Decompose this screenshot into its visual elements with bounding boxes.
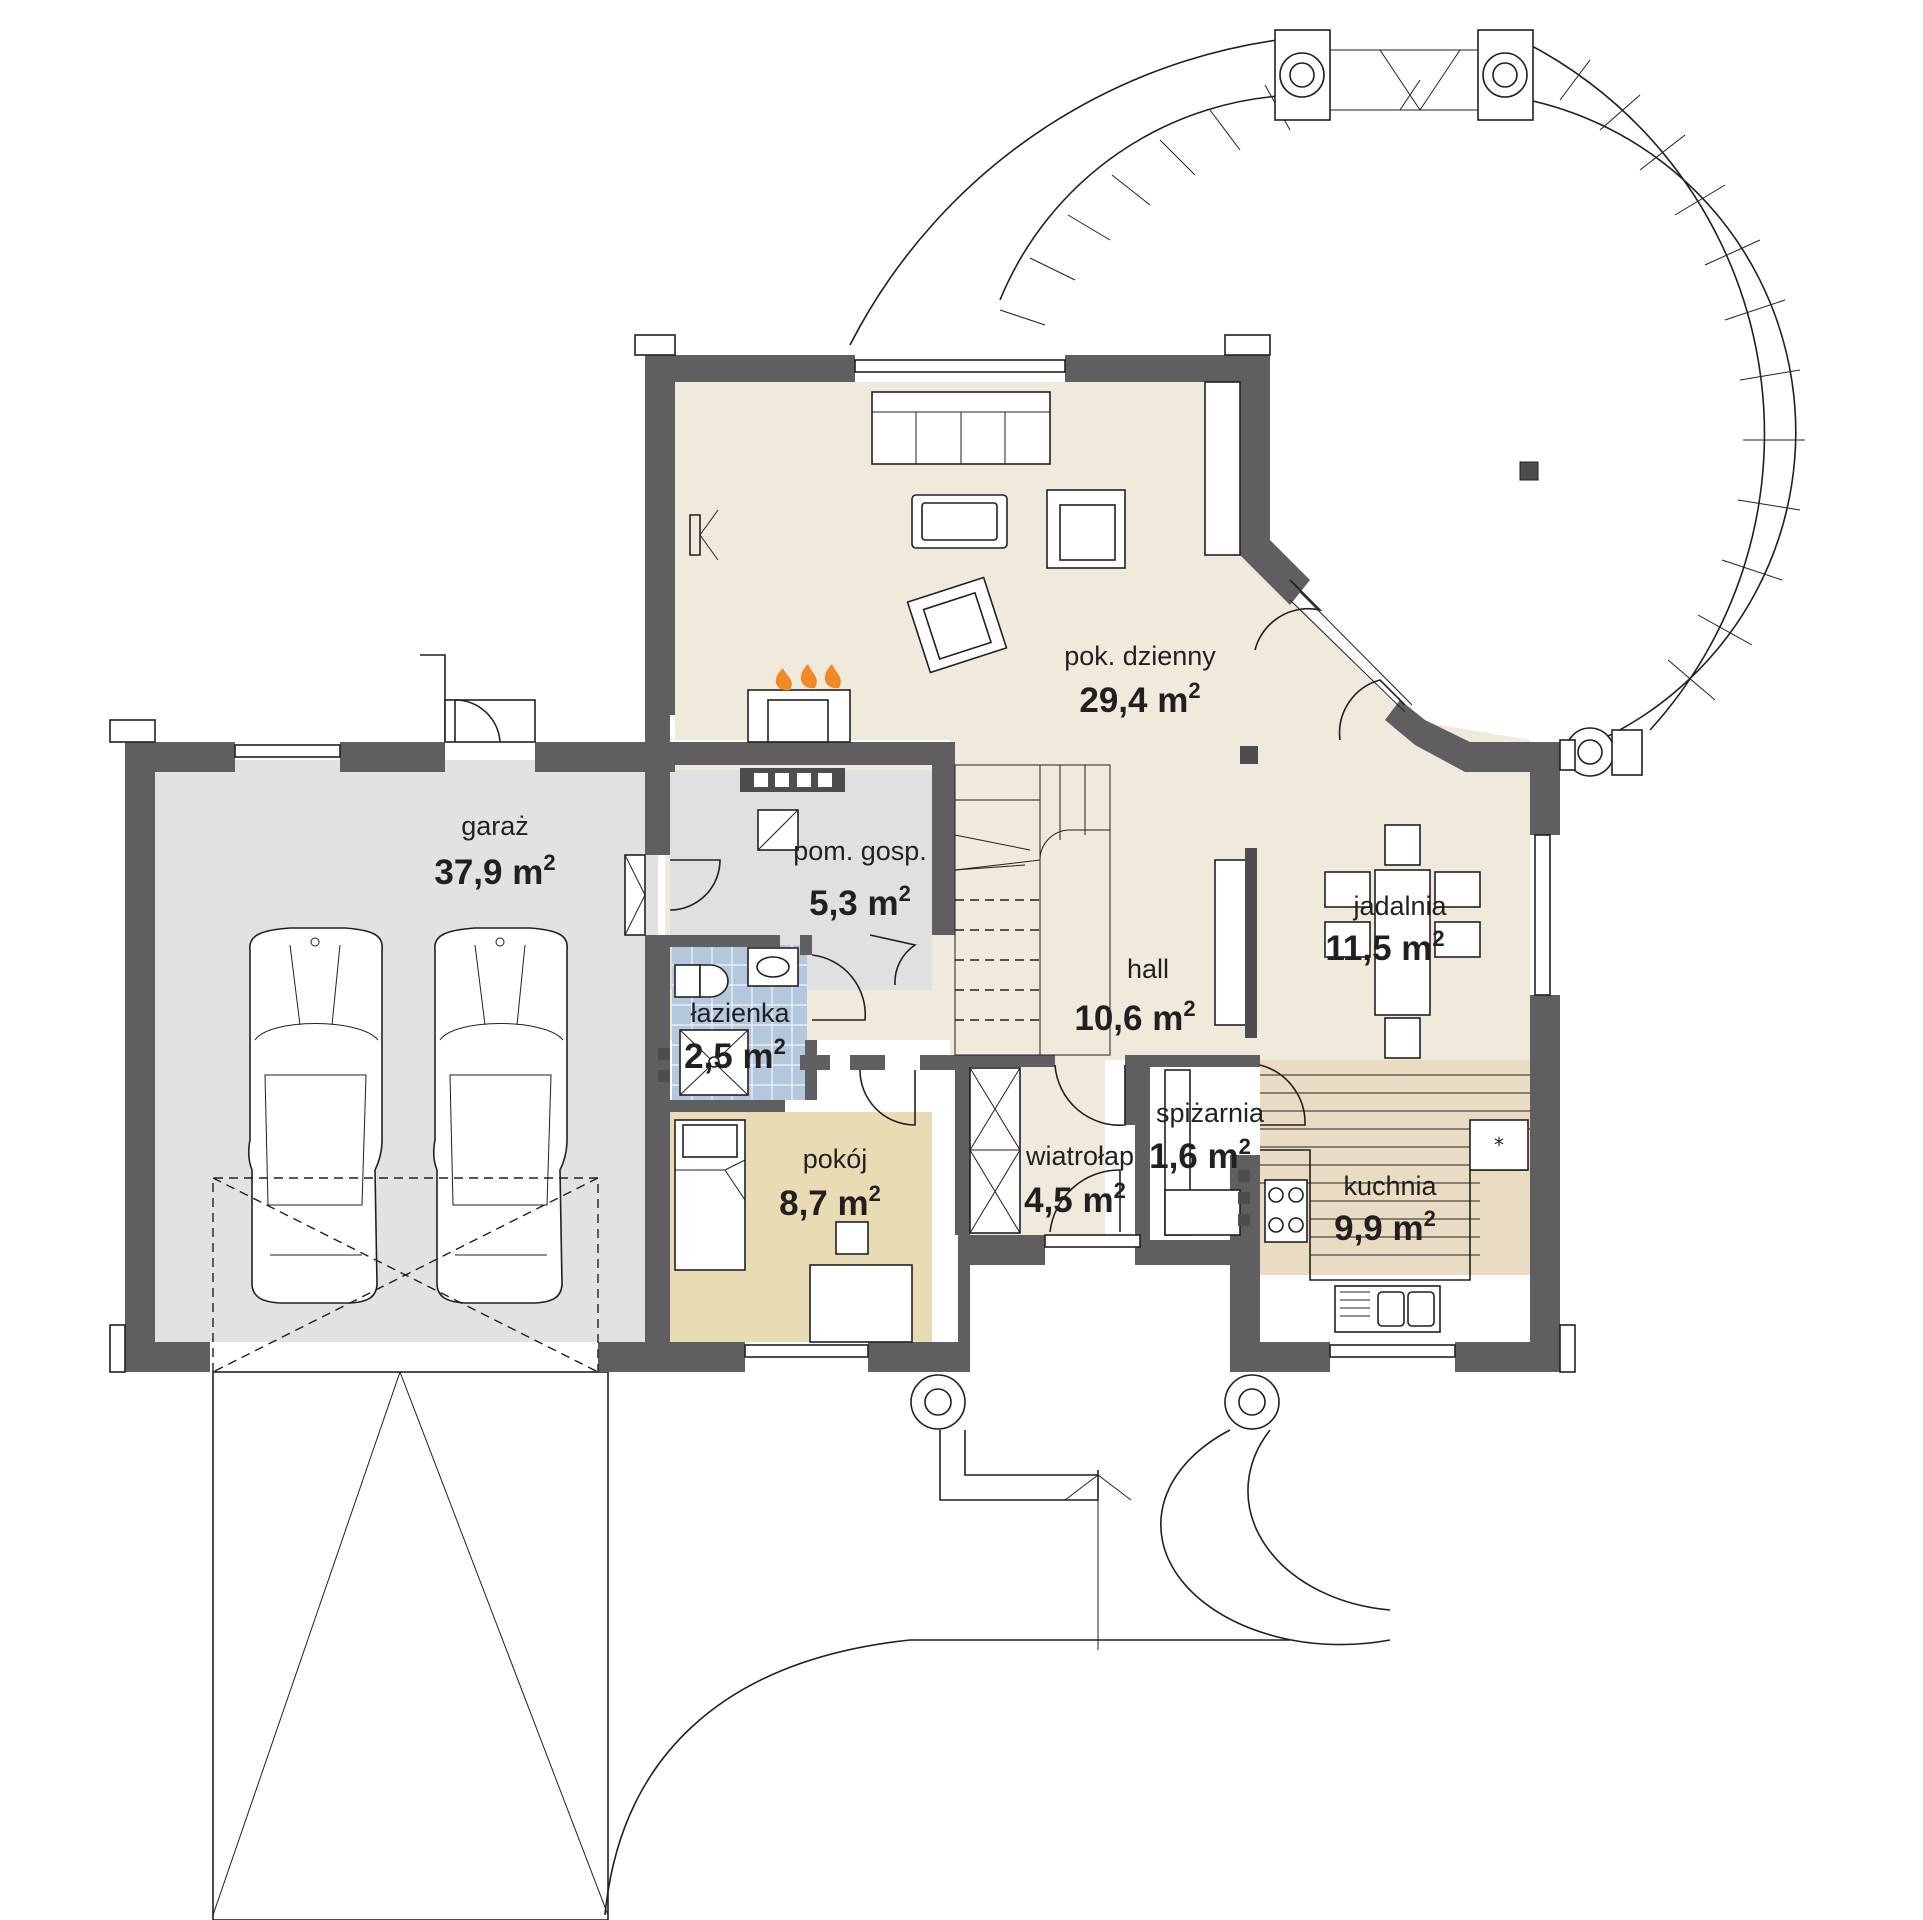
- terrace: [849, 29, 1805, 777]
- column: [1274, 29, 1331, 121]
- room-label-utility: pom. gosp. 5,3 m2: [793, 836, 927, 923]
- svg-text:kuchnia: kuchnia: [1343, 1171, 1437, 1201]
- pantry-shelves: [1164, 1069, 1241, 1236]
- room-label-dining: jadalnia 11,5 m2: [1325, 891, 1447, 968]
- floor-fills: [155, 382, 1530, 1342]
- svg-text:11,5 m2: 11,5 m2: [1325, 926, 1444, 968]
- fireplace-icon: [740, 664, 851, 851]
- room-label-garage: garaż 37,9 m2: [434, 811, 555, 892]
- svg-text:*: *: [1494, 1133, 1504, 1157]
- svg-text:pokój: pokój: [803, 1144, 868, 1174]
- column: [1477, 29, 1534, 121]
- vestibule-wardrobe: [969, 1067, 1021, 1234]
- svg-text:pom. gosp.: pom. gosp.: [793, 836, 927, 866]
- room-label-kitchen: kuchnia 9,9 m2: [1334, 1171, 1437, 1248]
- room-label-pantry: spiżarnia 1,6 m2: [1149, 1098, 1265, 1176]
- kitchen-stove-icon: [1264, 1179, 1308, 1243]
- car-icon: [247, 927, 383, 1304]
- svg-text:4,5 m2: 4,5 m2: [1024, 1178, 1126, 1220]
- svg-text:37,9 m2: 37,9 m2: [434, 850, 555, 892]
- room-label-hall: hall 10,6 m2: [1074, 954, 1195, 1038]
- svg-text:łazienka: łazienka: [690, 998, 790, 1028]
- doors: [420, 579, 1413, 1248]
- room-label-bathroom: łazienka 2,5 m2: [684, 998, 790, 1076]
- staircase: [954, 764, 1111, 1056]
- svg-text:hall: hall: [1127, 954, 1169, 984]
- svg-text:pok. dzienny: pok. dzienny: [1064, 641, 1216, 671]
- room-label-bedroom: pokój 8,7 m2: [779, 1144, 881, 1223]
- living-furniture: [689, 381, 1258, 764]
- svg-text:2,5 m2: 2,5 m2: [684, 1034, 786, 1076]
- room-label-living: pok. dzienny 29,4 m2: [1064, 641, 1216, 720]
- svg-text:jadalnia: jadalnia: [1352, 891, 1447, 921]
- svg-text:5,3 m2: 5,3 m2: [809, 881, 911, 923]
- kitchen-floor-boards: [1260, 1074, 1530, 1256]
- hall-furniture: [1214, 848, 1257, 1038]
- svg-text:wiatrołap: wiatrołap: [1025, 1141, 1134, 1171]
- terrace-steps: [999, 59, 1805, 701]
- column: [1565, 727, 1643, 777]
- kitchen-sink-icon: [1334, 1285, 1441, 1333]
- bedroom-furniture: [674, 1119, 913, 1343]
- room-label-vestibule: wiatrołap 4,5 m2: [1024, 1141, 1134, 1220]
- garage-door-swing: [212, 1177, 599, 1373]
- svg-text:8,7 m2: 8,7 m2: [779, 1181, 881, 1223]
- dining-table: [1324, 824, 1481, 1059]
- svg-text:9,9 m2: 9,9 m2: [1334, 1206, 1436, 1248]
- walls: [125, 355, 1560, 1372]
- svg-text:29,4 m2: 29,4 m2: [1079, 678, 1200, 720]
- kitchen-counter: *: [1238, 1119, 1529, 1281]
- bathroom-fixtures: [658, 947, 799, 1096]
- car-icon: [432, 927, 568, 1304]
- svg-text:1,6 m2: 1,6 m2: [1149, 1134, 1251, 1176]
- svg-text:spiżarnia: spiżarnia: [1156, 1098, 1265, 1128]
- entrance-porch: [604, 1374, 1391, 1916]
- svg-text:garaż: garaż: [461, 811, 529, 841]
- windows: [109, 334, 1576, 1373]
- driveway: [212, 1371, 609, 1920]
- svg-text:10,6 m2: 10,6 m2: [1074, 996, 1195, 1038]
